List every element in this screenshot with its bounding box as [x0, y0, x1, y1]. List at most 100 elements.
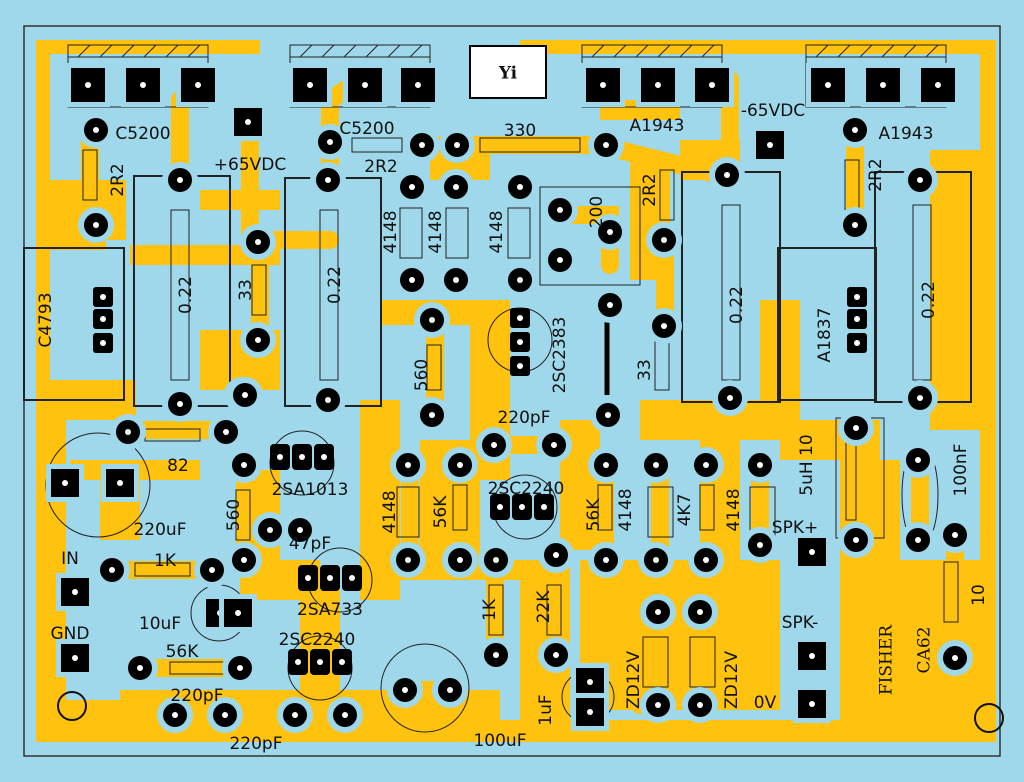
label-q-2sa733: 2SA733 [297, 600, 363, 620]
resistor-body [943, 561, 959, 623]
resistor-body [546, 584, 562, 636]
header-hatch [77, 44, 91, 58]
label-r-560-left: 560 [224, 499, 244, 531]
drill-hole [809, 549, 815, 555]
label-c-220pf-bottom: 220pF [229, 734, 282, 754]
pads-layer [46, 63, 973, 733]
drill-hole [709, 82, 715, 88]
label-c-1uf: 1uF [536, 694, 556, 725]
drill-hole [409, 277, 415, 283]
label-r-22k: 22K [534, 590, 554, 624]
copper-pour [980, 40, 996, 740]
drill-hole [241, 462, 247, 468]
header-hatch [925, 44, 939, 58]
drill-hole [429, 412, 435, 418]
drill-hole [727, 395, 733, 401]
label-zero-v: 0V [754, 693, 777, 713]
drill-hole [429, 317, 435, 323]
label-q-2sc2240-top: 2SC2240 [488, 479, 565, 499]
drill-hole [703, 557, 709, 563]
label-r-56k-b: 56K [584, 498, 604, 532]
drill-hole [607, 302, 613, 308]
drill-hole [493, 557, 499, 563]
drill-hole [245, 119, 251, 125]
label-q-c5200-mid: C5200 [339, 119, 394, 139]
drill-hole [457, 557, 463, 563]
drill-hole [342, 712, 348, 718]
drill-hole [419, 142, 425, 148]
resistor-body [251, 264, 267, 316]
drill-hole [447, 687, 453, 693]
drill-hole [603, 462, 609, 468]
label-d-4148-a: 4148 [381, 210, 401, 253]
label-q-2sa1013: 2SA1013 [272, 480, 349, 500]
label-v-neg: -65VDC [741, 101, 805, 121]
logo-box [469, 45, 547, 99]
drill-hole [825, 82, 831, 88]
label-r-82: 82 [167, 456, 189, 476]
power-resistor-box [777, 247, 877, 401]
label-r-4k7: 4K7 [675, 494, 695, 527]
drill-hole [655, 702, 661, 708]
drill-hole [915, 537, 921, 543]
resistor-body [319, 209, 339, 381]
drill-hole [724, 172, 730, 178]
resistor-body [351, 137, 403, 153]
resistor-body [699, 484, 715, 531]
label-r-022-a: 0.22 [176, 276, 196, 314]
header-hatch [859, 44, 873, 58]
label-d-4148-d: 4148 [380, 490, 400, 533]
header-hatch [679, 44, 693, 58]
label-r-560-top: 560 [412, 359, 432, 391]
label-in: IN [61, 549, 79, 569]
copper-pour [580, 560, 780, 710]
drill-hole [241, 557, 247, 563]
label-gnd: GND [51, 624, 90, 644]
copper-pour [36, 240, 106, 250]
label-r-330: 330 [504, 121, 536, 141]
drill-hole [172, 712, 178, 718]
resistor-body [912, 204, 932, 381]
drill-hole [541, 504, 547, 510]
drill-hole [409, 184, 415, 190]
resistor-body [170, 209, 190, 381]
drill-hole [415, 82, 421, 88]
drill-hole [655, 609, 661, 615]
drill-hole [299, 454, 305, 460]
label-r-022-b: 0.22 [325, 266, 345, 304]
drill-hole [305, 575, 311, 581]
header-hatch [121, 44, 135, 58]
header-hatch [365, 44, 379, 58]
drill-hole [362, 82, 368, 88]
header-hatch [343, 44, 357, 58]
label-q-2sc2240-bottom: 2SC2240 [279, 630, 356, 650]
label-l-5uh: 5uH 10 [797, 434, 817, 495]
drill-hole [517, 315, 523, 321]
drill-hole [854, 316, 860, 322]
label-d-4148-c: 4148 [487, 210, 507, 253]
resistor-body [426, 344, 442, 391]
drill-hole [237, 665, 243, 671]
drill-hole [255, 337, 261, 343]
diode-body [399, 207, 423, 259]
drill-hole [653, 557, 659, 563]
resistor-body [479, 137, 581, 153]
drill-hole [557, 257, 563, 263]
resistor-body [452, 484, 468, 531]
drill-hole [317, 659, 323, 665]
drill-hole [603, 142, 609, 148]
drill-hole [607, 229, 613, 235]
drill-hole [235, 610, 241, 616]
drill-hole [295, 659, 301, 665]
label-r-1k-in: 1K [154, 551, 177, 571]
drill-hole [854, 340, 860, 346]
resistor-body [82, 149, 98, 201]
header-hatch [387, 44, 401, 58]
trimpot-outline [539, 186, 641, 286]
label-c-220pf-mid: 220pF [170, 686, 223, 706]
resistor-body [659, 169, 675, 221]
drill-hole [517, 277, 523, 283]
drill-hole [277, 454, 283, 460]
drill-hole [453, 184, 459, 190]
